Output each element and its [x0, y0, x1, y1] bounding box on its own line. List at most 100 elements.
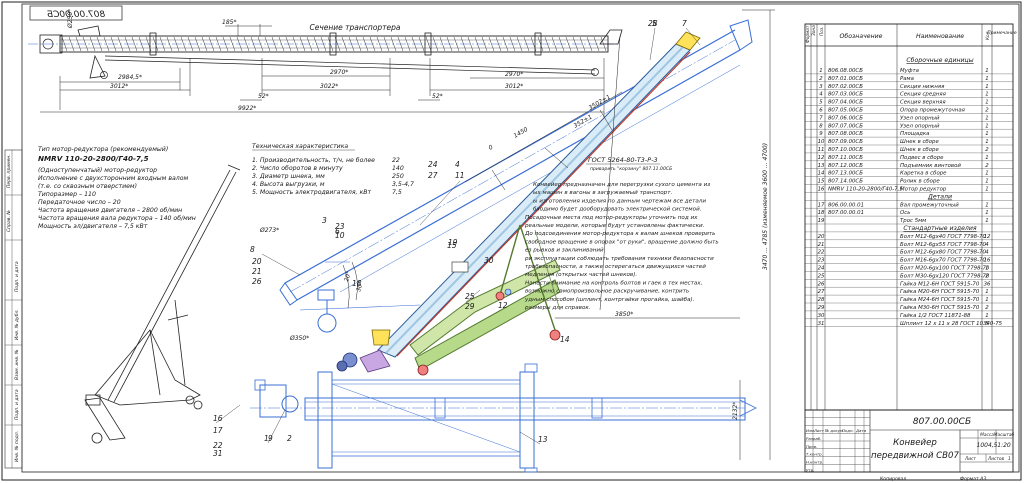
requirement-line: удным способом (шплинт, контргайки прога…: [524, 297, 695, 303]
requirement-line: ы изготовления изделия по данным чертежа…: [533, 198, 706, 204]
motor-note-line: Исполнение с двухсторонним входным валом: [38, 175, 188, 182]
side-frame-sign-date: Подп. и дата: [14, 261, 20, 292]
balloon-leader: [519, 431, 541, 445]
balloon-pos-19: 19: [448, 238, 458, 247]
top-dimensions: [40, 24, 605, 118]
bom-pos: 22: [818, 250, 825, 256]
motor-note-line: Типоразмер – 110: [38, 191, 96, 198]
bom-name: Шнек в сборе: [900, 147, 939, 153]
top-dimension-labels: 185* 2984,5* 3012* 2970* 3022* 2970* 301…: [67, 9, 523, 112]
balloon-pos-3: 3: [322, 216, 327, 225]
bom-qty: 2: [985, 147, 989, 153]
code-box: [29, 5, 123, 21]
bom-name: Узел опорный: [900, 115, 940, 121]
bom-name: Шплинт 12 х 11 х 28 ГОСТ 10340-75: [900, 321, 1003, 327]
bom-name: Секция средняя: [900, 92, 947, 98]
balloon-pos-1: 1: [264, 434, 269, 443]
tech-title: Техническая характеристика: [252, 143, 348, 150]
tech-row-value: 250: [392, 173, 404, 180]
bom-pos: 4: [819, 92, 823, 98]
balloon-pos-18: 18: [352, 279, 362, 288]
stamp-col-label: Лист: [813, 428, 825, 433]
bom-qty: 2: [985, 163, 989, 169]
bom-pos: 26: [818, 281, 825, 287]
side-frame-sign-date-2: Подп. и дата: [14, 389, 20, 420]
balloon-pos-21: 21: [252, 267, 262, 276]
balloon-pos-10: 10: [335, 231, 345, 240]
bom-qty: 1: [985, 289, 988, 295]
bom-pos: 1: [819, 68, 822, 74]
bom-qty: 1: [985, 115, 988, 121]
balloon-pos-14: 14: [560, 335, 570, 344]
bom-name: Секция нижняя: [900, 84, 945, 90]
motor-note-line: Передаточное число – 20: [38, 199, 121, 206]
bom-name: Опора промежуточная: [900, 108, 966, 114]
stamp-format: Формат А3: [960, 476, 986, 482]
bom-name: Ролик в сборе: [900, 179, 940, 185]
dim-2132: 2132*: [732, 402, 739, 420]
dim-height-range: 3470 ... 4785 (изменяемое 3600 ... 4700): [762, 143, 769, 270]
bom-header-zone: Зона: [811, 25, 817, 36]
bom-code: 807.05.00СБ: [828, 108, 863, 114]
bom-name: Площадка: [900, 131, 929, 137]
bom-name: Узел опорный: [900, 123, 940, 129]
bom-code: 807.13.00СБ: [828, 171, 863, 177]
bom-pos: 2: [819, 76, 823, 82]
balloon-pos-2: 2: [287, 434, 292, 443]
bom-name: Трос 5мм: [900, 218, 926, 224]
bom-qty: 1: [985, 210, 988, 216]
balloon-pos-6: 6: [335, 227, 340, 236]
stamp-col-label: № докум.: [824, 428, 844, 433]
bom-qty: 1: [985, 313, 988, 319]
bom-qty: 1: [985, 187, 988, 193]
bom-qty: 1: [985, 202, 988, 208]
bom-qty: 2: [985, 273, 989, 279]
side-frame-replaced-inv: Взам. инв. №: [14, 349, 20, 380]
motor-note-line: (т.е. со сквозным отверстием): [38, 183, 137, 190]
requirement-line: тробезопасности, а также остерегаться дв…: [525, 264, 706, 270]
bom-code: 807.11.00СБ: [828, 155, 863, 161]
stamp-sheets-label: Листов: [987, 456, 1005, 462]
bom-name: Болт М16-6gх70 ГОСТ 7798-70: [900, 258, 986, 264]
dim-3850: 3850*: [615, 311, 633, 318]
side-frame: Перв. примен. Справ. № Подп. и дата Инв.…: [4, 149, 23, 469]
bom-pos: 15: [818, 179, 825, 185]
bom-qty: 1: [985, 92, 988, 98]
bom-code: 807.07.00СБ: [828, 123, 863, 129]
stamp-scale: 1:20: [997, 442, 1011, 449]
bom-pos: 20: [818, 234, 825, 240]
requirement-line: До подсоединения мотор-редуктора к валам…: [524, 231, 715, 237]
bom-qty: 1: [985, 84, 988, 90]
dim-diam-350: Ø350*: [289, 335, 309, 342]
bom-pos: 14: [818, 171, 825, 177]
balloon-pos-25: 25: [465, 292, 475, 301]
bom-pos: 31: [818, 321, 825, 327]
bom-name: Гайка М24-6Н ГОСТ 5915-70: [900, 297, 980, 303]
bom-qty: 1: [985, 171, 988, 177]
balloon-pos-27: 27: [428, 171, 438, 180]
stamp-mass-label: Масса: [980, 432, 994, 438]
balloon-pos-23: 23: [335, 222, 345, 231]
bom-pos: 8: [819, 123, 823, 129]
balloon-leader: [465, 289, 481, 303]
bom-name: Мотор редуктор: [900, 187, 947, 193]
stamp-mass: 1004,5: [977, 442, 998, 449]
bom-code: 807.02.00СБ: [828, 84, 863, 90]
bom-pos: 18: [818, 210, 825, 216]
motor-note-model: NMRV 110-20-2800/Г40-7,5: [38, 154, 149, 163]
requirement-line: бходимо будет дооборудовать электрическо…: [533, 207, 702, 213]
bom-code: 807.12.00СБ: [828, 163, 863, 169]
bom-pos: 23: [818, 258, 825, 264]
bom-pos: 24: [818, 266, 825, 272]
bom-code: 807.10.00СБ: [828, 147, 863, 153]
weld-gost-sub: приварить "корзину" 807.11.00СБ: [590, 166, 672, 172]
balloon-pos-16: 16: [213, 414, 223, 423]
bom-pos: 25: [818, 273, 825, 279]
requirement-line: реальные модели, которые будут установле…: [524, 223, 705, 229]
balloon-pos-13: 13: [538, 435, 548, 444]
motor-note-line: (Одноступенчатый) мотор-редуктор: [38, 167, 157, 174]
balloon-pos-7: 7: [682, 19, 687, 28]
bom-pos: 29: [818, 305, 825, 311]
bom-pos: 27: [818, 289, 825, 295]
